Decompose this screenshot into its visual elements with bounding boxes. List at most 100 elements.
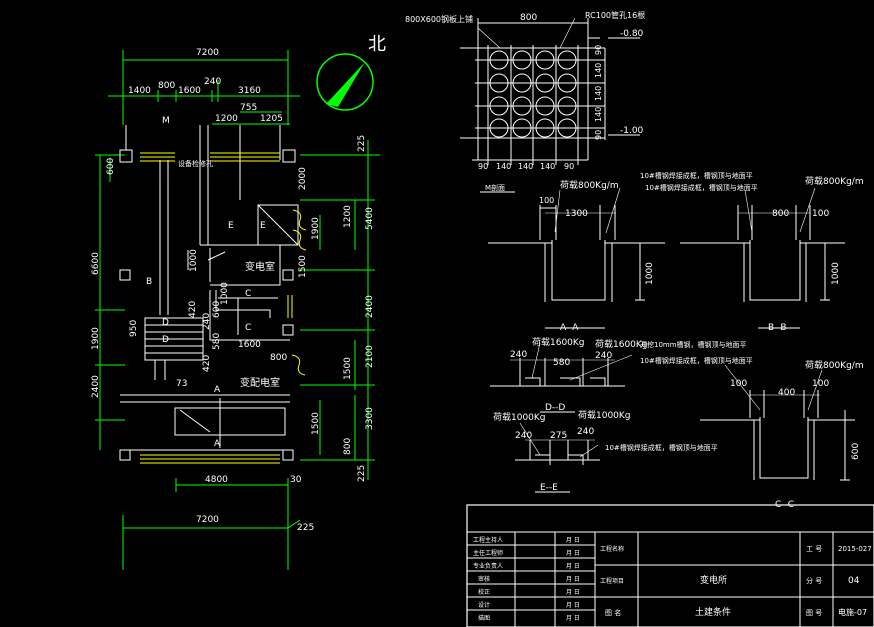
grid-col-dim-5: 90 [564, 162, 574, 171]
tb-job-no: 2015-027 [838, 545, 872, 553]
marker-m: M [162, 116, 170, 126]
plan-right-4: 5400 [365, 207, 375, 230]
tb-sheet-no: 04 [848, 576, 860, 586]
tb-date-4: 月 日 [566, 576, 580, 583]
plan-left-3: 1900 [91, 327, 101, 350]
tb-drawing-no-label: 图 号 [806, 609, 822, 617]
tb-date-5: 月 日 [566, 589, 580, 596]
grid-level-2: -1.00 [620, 126, 644, 136]
section-ee-dim-3: 240 [577, 427, 594, 437]
plan-seg-3: 1600 [178, 86, 201, 96]
grid-title: 800X600钢板上铺 [405, 14, 473, 24]
tb-project-label: 工程名称 [600, 545, 624, 553]
pipe-hole [535, 73, 555, 93]
plan-bottom-2: 30 [290, 475, 302, 485]
section-cc-dim-4: 600 [851, 443, 861, 460]
marker-a1: A [214, 385, 221, 395]
plan-seg-2: 800 [158, 81, 175, 91]
tb-drawing-name: 土建条件 [695, 606, 731, 618]
plan-bottom-3: 225 [297, 523, 314, 533]
plan-labels: 7200 1400 800 1600 240 3160 755 1200 120… [91, 48, 375, 533]
marker-b: B [146, 277, 152, 287]
tb-drawing-label: 图 名 [605, 608, 621, 617]
room-label-1: 变电室 [245, 260, 275, 273]
plan-total-width-top: 7200 [196, 48, 219, 58]
plan-inner-8: 1600 [238, 340, 261, 350]
plan-inner-3: 240 [202, 313, 212, 330]
section-ee-load1: 荷载1000Kg [493, 411, 546, 423]
grid-row-dim-3: 140 [594, 86, 603, 101]
section-bb: 荷载800Kg/m 10#槽钢焊接成框，槽钢顶与地面平 800 100 1000… [645, 175, 864, 333]
plan-right-1: 225 [357, 135, 367, 152]
section-cc: 荷载800Kg/m 10#槽钢焊接成框，槽钢顶与地面平 100 400 100 … [640, 356, 864, 510]
grid-row-dim-5: 90 [594, 130, 603, 140]
section-ee-load2: 荷载1000Kg [578, 409, 631, 421]
pipe-hole [512, 73, 532, 93]
grid-col-dim-4: 140 [540, 162, 555, 171]
plan-right-7: 2400 [365, 295, 375, 318]
room-label-2: 变配电室 [240, 376, 280, 389]
pipe-hole [557, 118, 577, 138]
plan-inner-2: 420 [188, 301, 198, 318]
section-cc-dim-2: 400 [778, 388, 795, 398]
tb-date-3: 月 日 [566, 563, 580, 570]
plan-inner-6: 420 [202, 355, 212, 372]
marker-d2: D [162, 335, 169, 345]
section-aa-load: 荷载800Kg/m [560, 179, 619, 191]
grid-section-label: M剖面 [485, 183, 505, 192]
plan-left-2: 6600 [91, 252, 101, 275]
plan-seg-4: 240 [204, 77, 221, 87]
section-bb-note: 10#槽钢焊接成框，槽钢顶与地面平 [645, 183, 758, 192]
annotation-label: 设备检修孔 [178, 159, 213, 168]
marker-c1: C [245, 289, 251, 299]
tb-role-5: 校正 [478, 588, 490, 596]
tb-job-label: 工 号 [806, 545, 822, 553]
plan-inner-7: 580 [212, 333, 222, 350]
section-dd-dim-3: 240 [595, 351, 612, 361]
plan-sub-3: 1205 [260, 114, 283, 124]
grid-pipe-note: RC100管孔16根 [585, 10, 645, 20]
plan-sub-1: 755 [240, 103, 257, 113]
grid-row-dim-1: 90 [594, 45, 603, 55]
pipe-hole [489, 96, 509, 116]
section-cc-dim-1: 100 [730, 379, 747, 389]
pipe-hole [489, 118, 509, 138]
section-aa-dim-1: 100 [539, 196, 554, 205]
pipe-hole [557, 50, 577, 70]
marker-a2: A [214, 439, 221, 449]
plan-right-10: 3300 [365, 407, 375, 430]
plan-inner-1: 1000 [189, 249, 199, 272]
plan-right-12: 800 [343, 438, 353, 455]
section-bb-dim-3: 1000 [831, 262, 841, 285]
plan-right-8: 2100 [365, 345, 375, 368]
tb-date-1: 月 日 [566, 537, 580, 544]
marker-c2: C [245, 323, 251, 333]
north-arrow: 北 [316, 34, 386, 111]
plan-left-4: 2400 [91, 375, 101, 398]
plan-inner-4: 600 [212, 301, 222, 318]
section-dd-note: 开挖10mm槽钢，槽钢顶与地面平 [640, 340, 747, 349]
plan-seg-5: 3160 [238, 86, 261, 96]
pipe-hole [535, 50, 555, 70]
section-ee-dim-2: 275 [550, 431, 567, 441]
tb-date-6: 月 日 [566, 602, 580, 609]
section-bb-dim-1: 800 [772, 209, 789, 219]
plan-left-1: 600 [106, 158, 116, 175]
tb-date-2: 月 日 [566, 550, 580, 557]
plan-accents [140, 152, 307, 464]
plan-structure [119, 125, 299, 461]
section-aa-note: 10#槽钢焊接成框，槽钢顶与地面平 [640, 171, 753, 180]
tb-role-7: 描图 [478, 614, 490, 622]
grid-row-dim-4: 140 [594, 107, 603, 122]
plan-right-3: 1200 [343, 205, 353, 228]
marker-e2: E [260, 221, 266, 231]
plan-right-13: 225 [357, 465, 367, 482]
section-ee: 荷载1000Kg 荷载1000Kg 10#槽钢焊接成框，槽钢顶与地面平 240 … [493, 409, 718, 493]
plan-dimensions [95, 50, 380, 570]
tb-item-label: 工程项目 [600, 577, 624, 585]
section-cc-load: 荷载800Kg/m [805, 359, 864, 371]
plan-right-2: 2000 [298, 167, 308, 190]
plan-left-5: 950 [129, 320, 139, 337]
section-aa-dim-2: 1300 [565, 209, 588, 219]
